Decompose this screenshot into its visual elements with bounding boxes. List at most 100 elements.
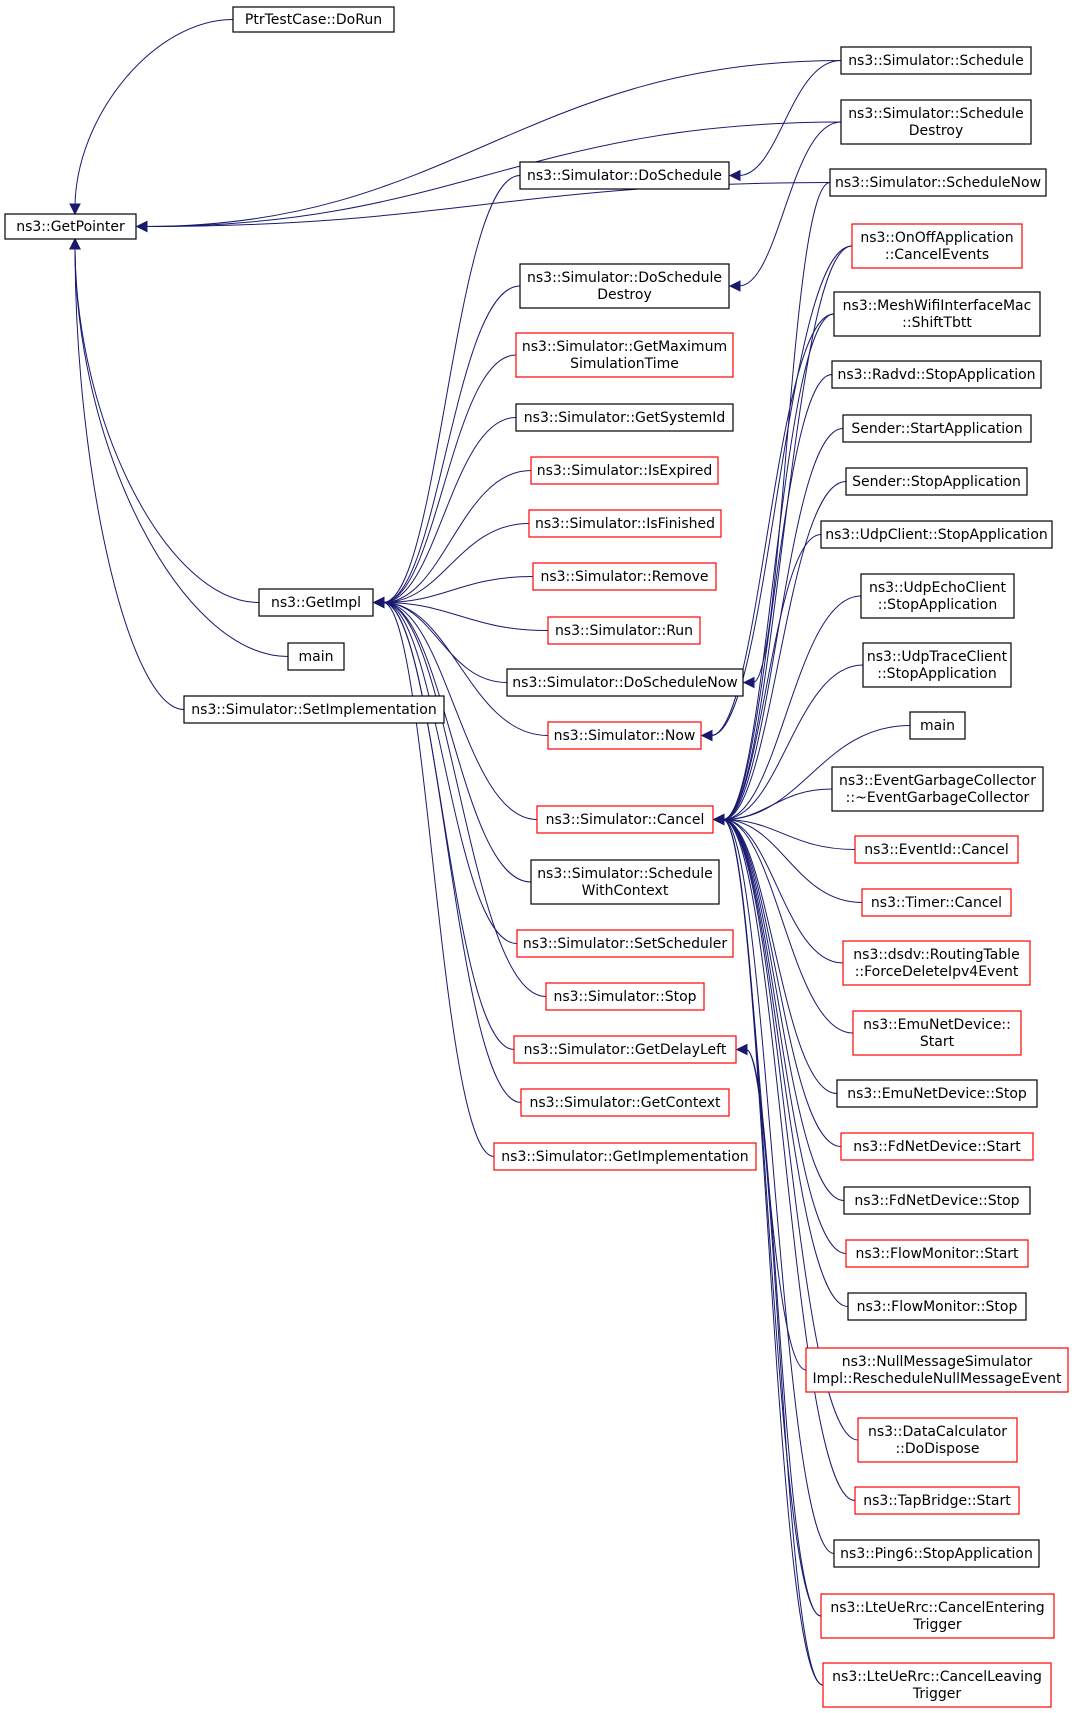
node-fdstop[interactable]: ns3::FdNetDevice::Stop	[843, 1186, 1031, 1215]
node-cancel[interactable]: ns3::Simulator::Cancel	[536, 805, 714, 834]
node-box	[833, 1539, 1040, 1568]
node-box	[862, 642, 1012, 688]
node-tapbridge[interactable]: ns3::TapBridge::Start	[854, 1486, 1020, 1515]
node-udpclient[interactable]: ns3::UdpClient::StopApplication	[820, 520, 1053, 549]
node-label: ns3::FlowMonitor::Start	[855, 1246, 1019, 1262]
edge-line	[722, 313, 835, 820]
node-flowstart[interactable]: ns3::FlowMonitor::Start	[845, 1239, 1029, 1268]
node-box	[519, 263, 730, 309]
node-doschedule[interactable]: ns3::Simulator::DoSchedule	[519, 161, 730, 190]
node-nullmsg[interactable]: ns3::NullMessageSimulatorImpl::Reschedul…	[805, 1347, 1069, 1393]
node-label: Sender::StartApplication	[851, 421, 1022, 437]
edge-egc-to-cancel	[712, 788, 833, 826]
edge-line	[382, 602, 532, 883]
node-box	[530, 859, 720, 905]
edge-ltecancelleaving-to-cancel	[712, 813, 824, 1686]
node-fdstart[interactable]: ns3::FdNetDevice::Start	[840, 1132, 1034, 1161]
node-onoff[interactable]: ns3::OnOffApplication::CancelEvents	[851, 223, 1023, 269]
edge-arrowhead	[728, 169, 741, 182]
edge-line	[722, 374, 833, 820]
node-setscheduler[interactable]: ns3::Simulator::SetScheduler	[516, 929, 734, 958]
node-label: ns3::FdNetDevice::Stop	[854, 1193, 1019, 1209]
edges-layer	[69, 19, 911, 1686]
node-box	[232, 6, 395, 33]
node-ptrtestcase[interactable]: PtrTestCase::DoRun	[232, 6, 395, 33]
edge-line	[382, 576, 534, 603]
node-box	[852, 1010, 1022, 1056]
node-main2[interactable]: main	[909, 711, 966, 740]
edge-getimplementation-to-getimpl	[372, 596, 495, 1157]
node-label: ns3::Simulator::Remove	[540, 569, 708, 585]
node-getimplementation[interactable]: ns3::Simulator::GetImplementation	[493, 1142, 757, 1171]
node-box	[820, 520, 1053, 549]
node-label: ns3::Simulator::IsExpired	[537, 463, 713, 479]
node-box	[833, 291, 1041, 337]
node-box	[840, 46, 1032, 75]
node-box	[528, 509, 722, 538]
node-box	[857, 1417, 1018, 1463]
node-remove[interactable]: ns3::Simulator::Remove	[532, 562, 717, 591]
edge-arrowhead	[735, 1043, 748, 1056]
node-senderstart[interactable]: Sender::StartApplication	[842, 414, 1032, 443]
node-label: ns3::LteUeRrc::CancelLeaving	[832, 1669, 1042, 1685]
node-getcontext[interactable]: ns3::Simulator::GetContext	[520, 1088, 730, 1117]
node-setimpl[interactable]: ns3::Simulator::SetImplementation	[183, 695, 445, 724]
node-box	[845, 1239, 1029, 1268]
node-udpecho[interactable]: ns3::UdpEchoClient::StopApplication	[860, 573, 1015, 619]
node-udptrace[interactable]: ns3::UdpTraceClient::StopApplication	[862, 642, 1012, 688]
node-dsdv[interactable]: ns3::dsdv::RoutingTable::ForceDeleteIpv4…	[842, 940, 1031, 986]
node-box	[516, 929, 734, 958]
node-schedule[interactable]: ns3::Simulator::Schedule	[840, 46, 1032, 75]
node-label: ns3::Simulator::DoScheduleNow	[512, 675, 737, 691]
node-timercancel[interactable]: ns3::Timer::Cancel	[861, 888, 1012, 917]
node-box	[836, 1079, 1038, 1108]
node-label: ns3::FlowMonitor::Stop	[857, 1299, 1018, 1315]
node-egc[interactable]: ns3::EventGarbageCollector::~EventGarbag…	[831, 766, 1044, 812]
node-schedulenow[interactable]: ns3::Simulator::ScheduleNow	[829, 168, 1047, 197]
node-now[interactable]: ns3::Simulator::Now	[547, 721, 702, 750]
node-getsystemid[interactable]: ns3::Simulator::GetSystemId	[515, 403, 734, 432]
node-datacalc[interactable]: ns3::DataCalculator::DoDispose	[857, 1417, 1018, 1463]
node-isfinished[interactable]: ns3::Simulator::IsFinished	[528, 509, 722, 538]
node-label: ::ForceDeleteIpv4Event	[855, 964, 1019, 980]
node-label: ::~EventGarbageCollector	[846, 790, 1030, 806]
node-box	[183, 695, 445, 724]
node-label: ns3::Simulator::GetImplementation	[501, 1149, 748, 1165]
node-main1[interactable]: main	[287, 642, 345, 671]
node-doschedulenow[interactable]: ns3::Simulator::DoScheduleNow	[506, 668, 744, 697]
node-label: ns3::Ping6::StopApplication	[840, 1546, 1033, 1562]
edge-arrowhead	[728, 280, 741, 292]
node-emustart[interactable]: ns3::EmuNetDevice::Start	[852, 1010, 1022, 1056]
edge-line	[382, 602, 547, 997]
node-label: ::StopApplication	[878, 597, 998, 613]
node-senderstop[interactable]: Sender::StopApplication	[845, 467, 1028, 496]
node-ping6[interactable]: ns3::Ping6::StopApplication	[833, 1539, 1040, 1568]
node-eventidcancel[interactable]: ns3::EventId::Cancel	[854, 835, 1019, 864]
node-box	[842, 414, 1032, 443]
node-box	[519, 161, 730, 190]
node-flowstop[interactable]: ns3::FlowMonitor::Stop	[847, 1292, 1027, 1321]
node-getdelayleft[interactable]: ns3::Simulator::GetDelayLeft	[513, 1035, 737, 1064]
node-radvd[interactable]: ns3::Radvd::StopApplication	[831, 360, 1042, 389]
node-emustop[interactable]: ns3::EmuNetDevice::Stop	[836, 1079, 1038, 1108]
node-meshwifi[interactable]: ns3::MeshWifiInterfaceMac::ShiftTbtt	[833, 291, 1041, 337]
node-box	[840, 1132, 1034, 1161]
node-box	[831, 360, 1042, 389]
node-label: ns3::Simulator::DoSchedule	[527, 168, 722, 184]
node-run[interactable]: ns3::Simulator::Run	[547, 616, 701, 645]
edge-line	[722, 534, 822, 820]
edge-ltecancelentering-to-getdelayleft	[735, 1043, 822, 1617]
node-getimpl[interactable]: ns3::GetImpl	[258, 588, 374, 617]
node-isexpired[interactable]: ns3::Simulator::IsExpired	[530, 456, 719, 485]
node-getpointer[interactable]: ns3::GetPointer	[4, 213, 137, 240]
node-box	[831, 766, 1044, 812]
node-box	[532, 562, 717, 591]
node-stop[interactable]: ns3::Simulator::Stop	[545, 982, 705, 1011]
edge-onoff-to-now	[700, 245, 853, 742]
